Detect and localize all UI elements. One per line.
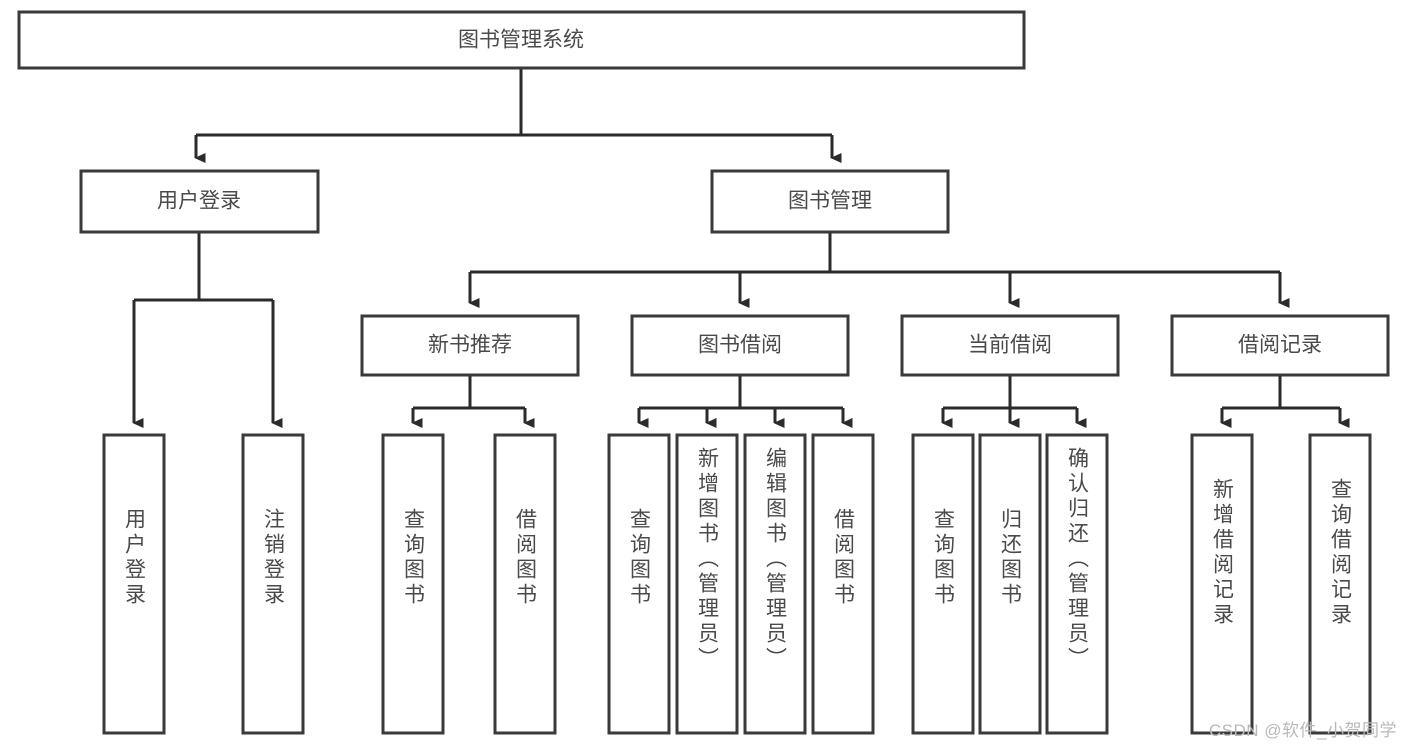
- node-leaf-user-login-label: 用户登录: [123, 508, 147, 608]
- node-current-borrow[interactable]: 当前借阅: [900, 314, 1120, 377]
- node-leaf-edit-book-label: 编辑图书（管理员）: [764, 447, 788, 672]
- node-root[interactable]: 图书管理系统: [17, 10, 1026, 70]
- connector-group-root: [194, 68, 842, 163]
- node-user-login-label: 用户登录: [157, 190, 241, 213]
- node-borrow-record[interactable]: 借阅记录: [1170, 314, 1390, 377]
- node-leaf-query-book-1[interactable]: 查询图书: [381, 433, 445, 735]
- node-leaf-borrow-book-1[interactable]: 借阅图书: [493, 433, 557, 735]
- node-leaf-add-book[interactable]: 新增图书（管理员）: [675, 433, 739, 735]
- connector-group-borrow-record: [1220, 375, 1350, 428]
- node-leaf-borrow-book-1-label: 借阅图书: [514, 508, 538, 608]
- node-leaf-query-book-3-label: 查询图书: [932, 508, 956, 608]
- node-book-borrow-label: 图书借阅: [698, 334, 782, 357]
- csdn-watermark: CSDN @软件_小贺同学: [1208, 721, 1397, 740]
- node-leaf-add-record-label: 新增借阅记录: [1211, 478, 1235, 628]
- connector-group-book-borrow: [637, 375, 853, 428]
- node-leaf-user-logout[interactable]: 注销登录: [241, 433, 305, 735]
- node-leaf-query-book-2[interactable]: 查询图书: [607, 433, 671, 735]
- node-leaf-user-logout-label: 注销登录: [262, 508, 286, 608]
- node-book-management-label: 图书管理: [788, 190, 872, 213]
- node-leaf-return-book[interactable]: 归还图书: [978, 433, 1042, 735]
- node-borrow-record-label: 借阅记录: [1238, 334, 1322, 357]
- node-leaf-add-book-label: 新增图书（管理员）: [696, 447, 720, 672]
- node-leaf-query-record[interactable]: 查询借阅记录: [1308, 433, 1372, 735]
- node-leaf-confirm-return-label: 确认归还（管理员）: [1066, 447, 1090, 672]
- node-leaf-query-book-3[interactable]: 查询图书: [911, 433, 975, 735]
- node-leaf-borrow-book-2[interactable]: 借阅图书: [811, 433, 875, 735]
- node-user-login[interactable]: 用户登录: [79, 169, 320, 234]
- node-leaf-user-login[interactable]: 用户登录: [102, 433, 166, 735]
- node-new-book-recommend-label: 新书推荐: [428, 334, 512, 357]
- node-leaf-borrow-book-2-label: 借阅图书: [832, 508, 856, 608]
- node-current-borrow-label: 当前借阅: [968, 334, 1052, 357]
- node-leaf-query-record-label: 查询借阅记录: [1329, 478, 1353, 628]
- node-leaf-confirm-return[interactable]: 确认归还（管理员）: [1045, 433, 1109, 735]
- connector-group-book-management: [468, 232, 1290, 308]
- node-leaf-query-book-1-label: 查询图书: [402, 508, 426, 608]
- connector-group-new-book-recommend: [411, 375, 535, 428]
- connector-group-current-borrow: [941, 375, 1087, 428]
- node-leaf-edit-book[interactable]: 编辑图书（管理员）: [743, 433, 807, 735]
- node-leaf-return-book-label: 归还图书: [999, 508, 1023, 608]
- node-root-label: 图书管理系统: [458, 29, 584, 52]
- node-book-borrow[interactable]: 图书借阅: [630, 314, 850, 377]
- connector-group-user-login: [132, 232, 283, 428]
- node-leaf-query-book-2-label: 查询图书: [628, 508, 652, 608]
- node-book-management[interactable]: 图书管理: [710, 169, 950, 234]
- node-leaf-add-record[interactable]: 新增借阅记录: [1190, 433, 1254, 735]
- node-new-book-recommend[interactable]: 新书推荐: [360, 314, 580, 377]
